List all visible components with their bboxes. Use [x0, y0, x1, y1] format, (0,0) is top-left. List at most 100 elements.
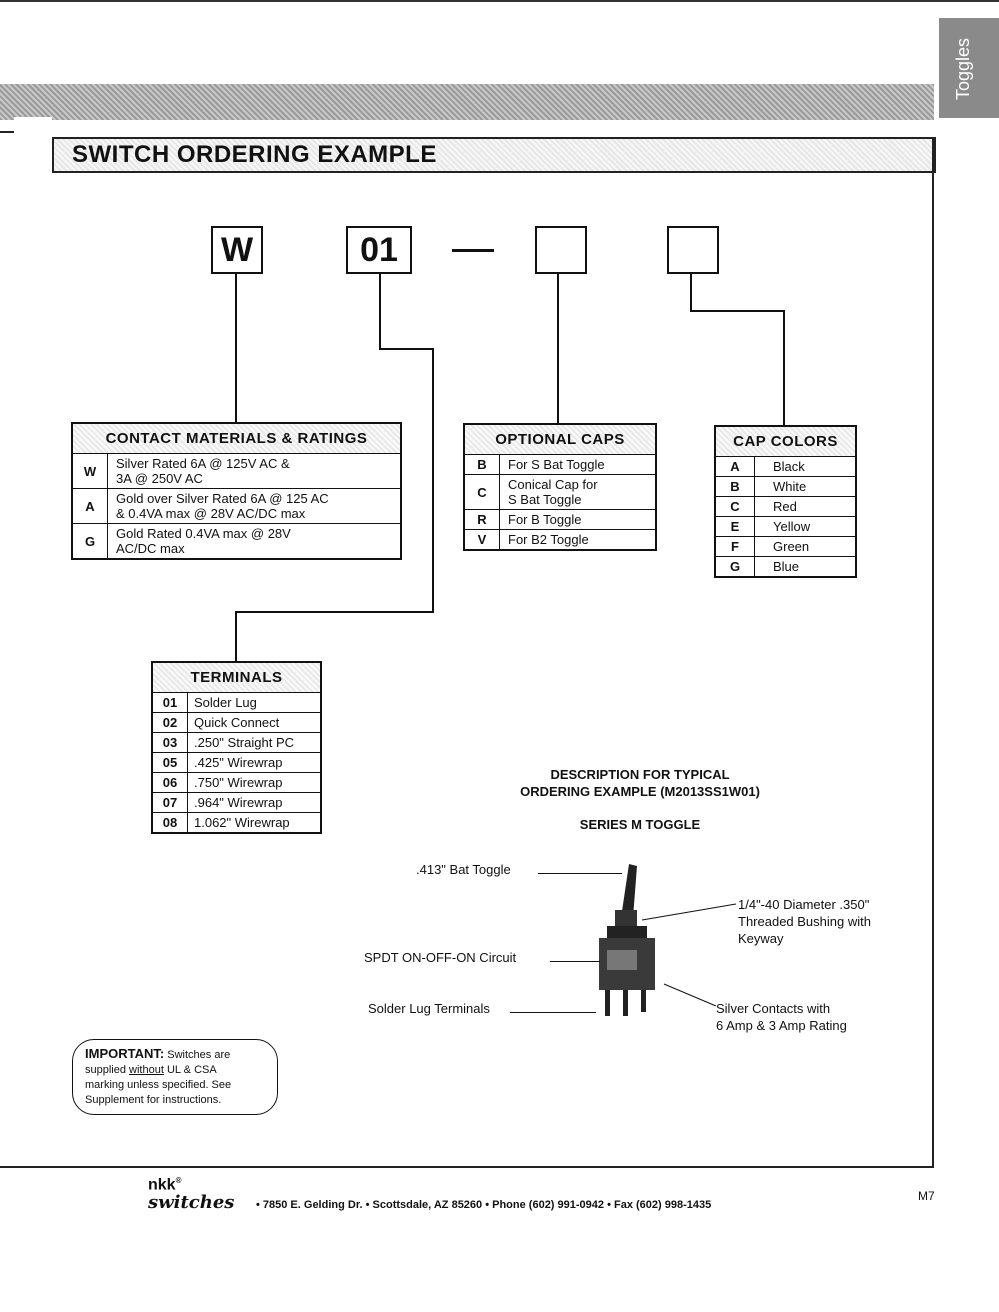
- logo-bottom: switches: [148, 1192, 235, 1214]
- table-cell-text: Conical Cap for: [508, 477, 598, 492]
- table-cell-code: G: [714, 556, 755, 578]
- callout-bushing-1: 1/4"-40 Diameter .350": [738, 897, 870, 912]
- description-line2: ORDERING EXAMPLE (M2013SS1W01): [520, 784, 760, 799]
- table-cell-code: 08: [151, 812, 188, 834]
- code-box-cap: [535, 226, 587, 274]
- header-corner: [14, 117, 52, 157]
- connector-terminal-c: [432, 348, 434, 613]
- table-cell-code: B: [714, 476, 755, 497]
- connector-color-c: [783, 310, 785, 426]
- header-notch: [0, 131, 14, 133]
- table-row: 05.425" Wirewrap: [151, 752, 322, 773]
- table-cell-text: AC/DC max: [116, 541, 185, 556]
- logo-registered: ®: [175, 1176, 182, 1185]
- leader-bushing: [641, 903, 737, 921]
- table-cell-code: F: [714, 536, 755, 557]
- table-cell-text: Black: [754, 456, 857, 477]
- table-cell-text: Blue: [754, 556, 857, 578]
- callout-terminals: Solder Lug Terminals: [368, 1001, 490, 1016]
- callout-circuit: SPDT ON-OFF-ON Circuit: [364, 950, 517, 965]
- table-cell-text: Yellow: [754, 516, 857, 537]
- table-cell-text: Quick Connect: [187, 712, 322, 733]
- table-cell-code: A: [71, 488, 108, 524]
- description-heading: DESCRIPTION FOR TYPICAL ORDERING EXAMPLE…: [470, 766, 810, 800]
- important-text-a: Switches are: [167, 1049, 231, 1061]
- section-tab[interactable]: Toggles: [939, 18, 999, 118]
- table-cell-code: 03: [151, 732, 188, 753]
- callout-bat-toggle: .413" Bat Toggle: [416, 862, 511, 877]
- leader-contacts: [663, 983, 717, 1007]
- table-cell-code: 05: [151, 752, 188, 773]
- connector-color-a: [690, 272, 692, 312]
- page-title: SWITCH ORDERING EXAMPLE: [72, 141, 437, 168]
- code-dash: [452, 249, 494, 252]
- code-box-contact: W: [211, 226, 263, 274]
- table-cell-code: E: [714, 516, 755, 537]
- important-text-underlined: without: [129, 1064, 164, 1076]
- table-cell-text: For B Toggle: [508, 512, 582, 527]
- table-cell-text: .750" Wirewrap: [187, 772, 322, 793]
- table-cell-code: B: [463, 454, 500, 475]
- code-box-color: [667, 226, 719, 274]
- series-label: SERIES M TOGGLE: [579, 817, 701, 832]
- page-number: M7: [918, 1189, 935, 1203]
- table-cell-text: Silver Rated 6A @ 125V AC &: [116, 456, 290, 471]
- table-cell-text: 3A @ 250V AC: [116, 471, 203, 486]
- table-cell-text: Gold over Silver Rated 6A @ 125 AC: [116, 491, 329, 506]
- table-row: R For B Toggle: [463, 509, 657, 530]
- table-cell-text: White: [754, 476, 857, 497]
- header-band: [0, 84, 934, 120]
- connector-terminal-d: [235, 611, 434, 613]
- table-cell-text: For S Bat Toggle: [508, 457, 605, 472]
- table-cell-code: C: [714, 496, 755, 517]
- important-text-b: supplied: [85, 1064, 126, 1076]
- table-cell-code: R: [463, 509, 500, 530]
- table-row: B For S Bat Toggle: [463, 454, 657, 475]
- table-row: 06.750" Wirewrap: [151, 772, 322, 793]
- connector-color-b: [690, 310, 785, 312]
- section-tab-label: Toggles: [953, 37, 973, 100]
- important-text-d: marking unless specified. See: [85, 1079, 232, 1091]
- table-cell-code: 01: [151, 692, 188, 713]
- table-cell-code: G: [71, 523, 108, 560]
- table-cell-text: Red: [754, 496, 857, 517]
- colors-table-title: CAP COLORS: [714, 425, 857, 457]
- nkk-logo: nkk® switches: [148, 1172, 234, 1212]
- contact-table-title: CONTACT MATERIALS & RATINGS: [71, 422, 402, 454]
- important-text-e: Supplement for instructions.: [85, 1094, 222, 1106]
- leader-circuit: [550, 961, 600, 962]
- section-header: SWITCH ORDERING EXAMPLE: [52, 137, 936, 173]
- important-text-c: UL & CSA: [166, 1064, 217, 1076]
- logo-top: nkk: [148, 1176, 176, 1194]
- contact-materials-table: CONTACT MATERIALS & RATINGS W Silver Rat…: [71, 422, 402, 560]
- important-label: IMPORTANT:: [85, 1046, 165, 1061]
- table-cell-code: 02: [151, 712, 188, 733]
- table-cell-text: .425" Wirewrap: [187, 752, 322, 773]
- table-cell-text: Solder Lug: [187, 692, 322, 713]
- frame-right-rule: [932, 137, 934, 1168]
- table-cell-text: .964" Wirewrap: [187, 792, 322, 813]
- table-row: W Silver Rated 6A @ 125V AC &3A @ 250V A…: [71, 453, 402, 489]
- leader-bat: [538, 873, 622, 874]
- connector-terminal-b: [379, 348, 434, 350]
- footer-address: • 7850 E. Gelding Dr. • Scottsdale, AZ 8…: [256, 1199, 712, 1211]
- important-note: IMPORTANT: Switches are supplied without…: [72, 1039, 278, 1115]
- table-cell-text: & 0.4VA max @ 28V AC/DC max: [116, 506, 306, 521]
- callout-bushing-3: Keyway: [738, 931, 784, 946]
- table-cell-code: A: [714, 456, 755, 477]
- table-row: 07.964" Wirewrap: [151, 792, 322, 813]
- caps-table-title: OPTIONAL CAPS: [463, 423, 657, 455]
- table-cell-text: .250" Straight PC: [187, 732, 322, 753]
